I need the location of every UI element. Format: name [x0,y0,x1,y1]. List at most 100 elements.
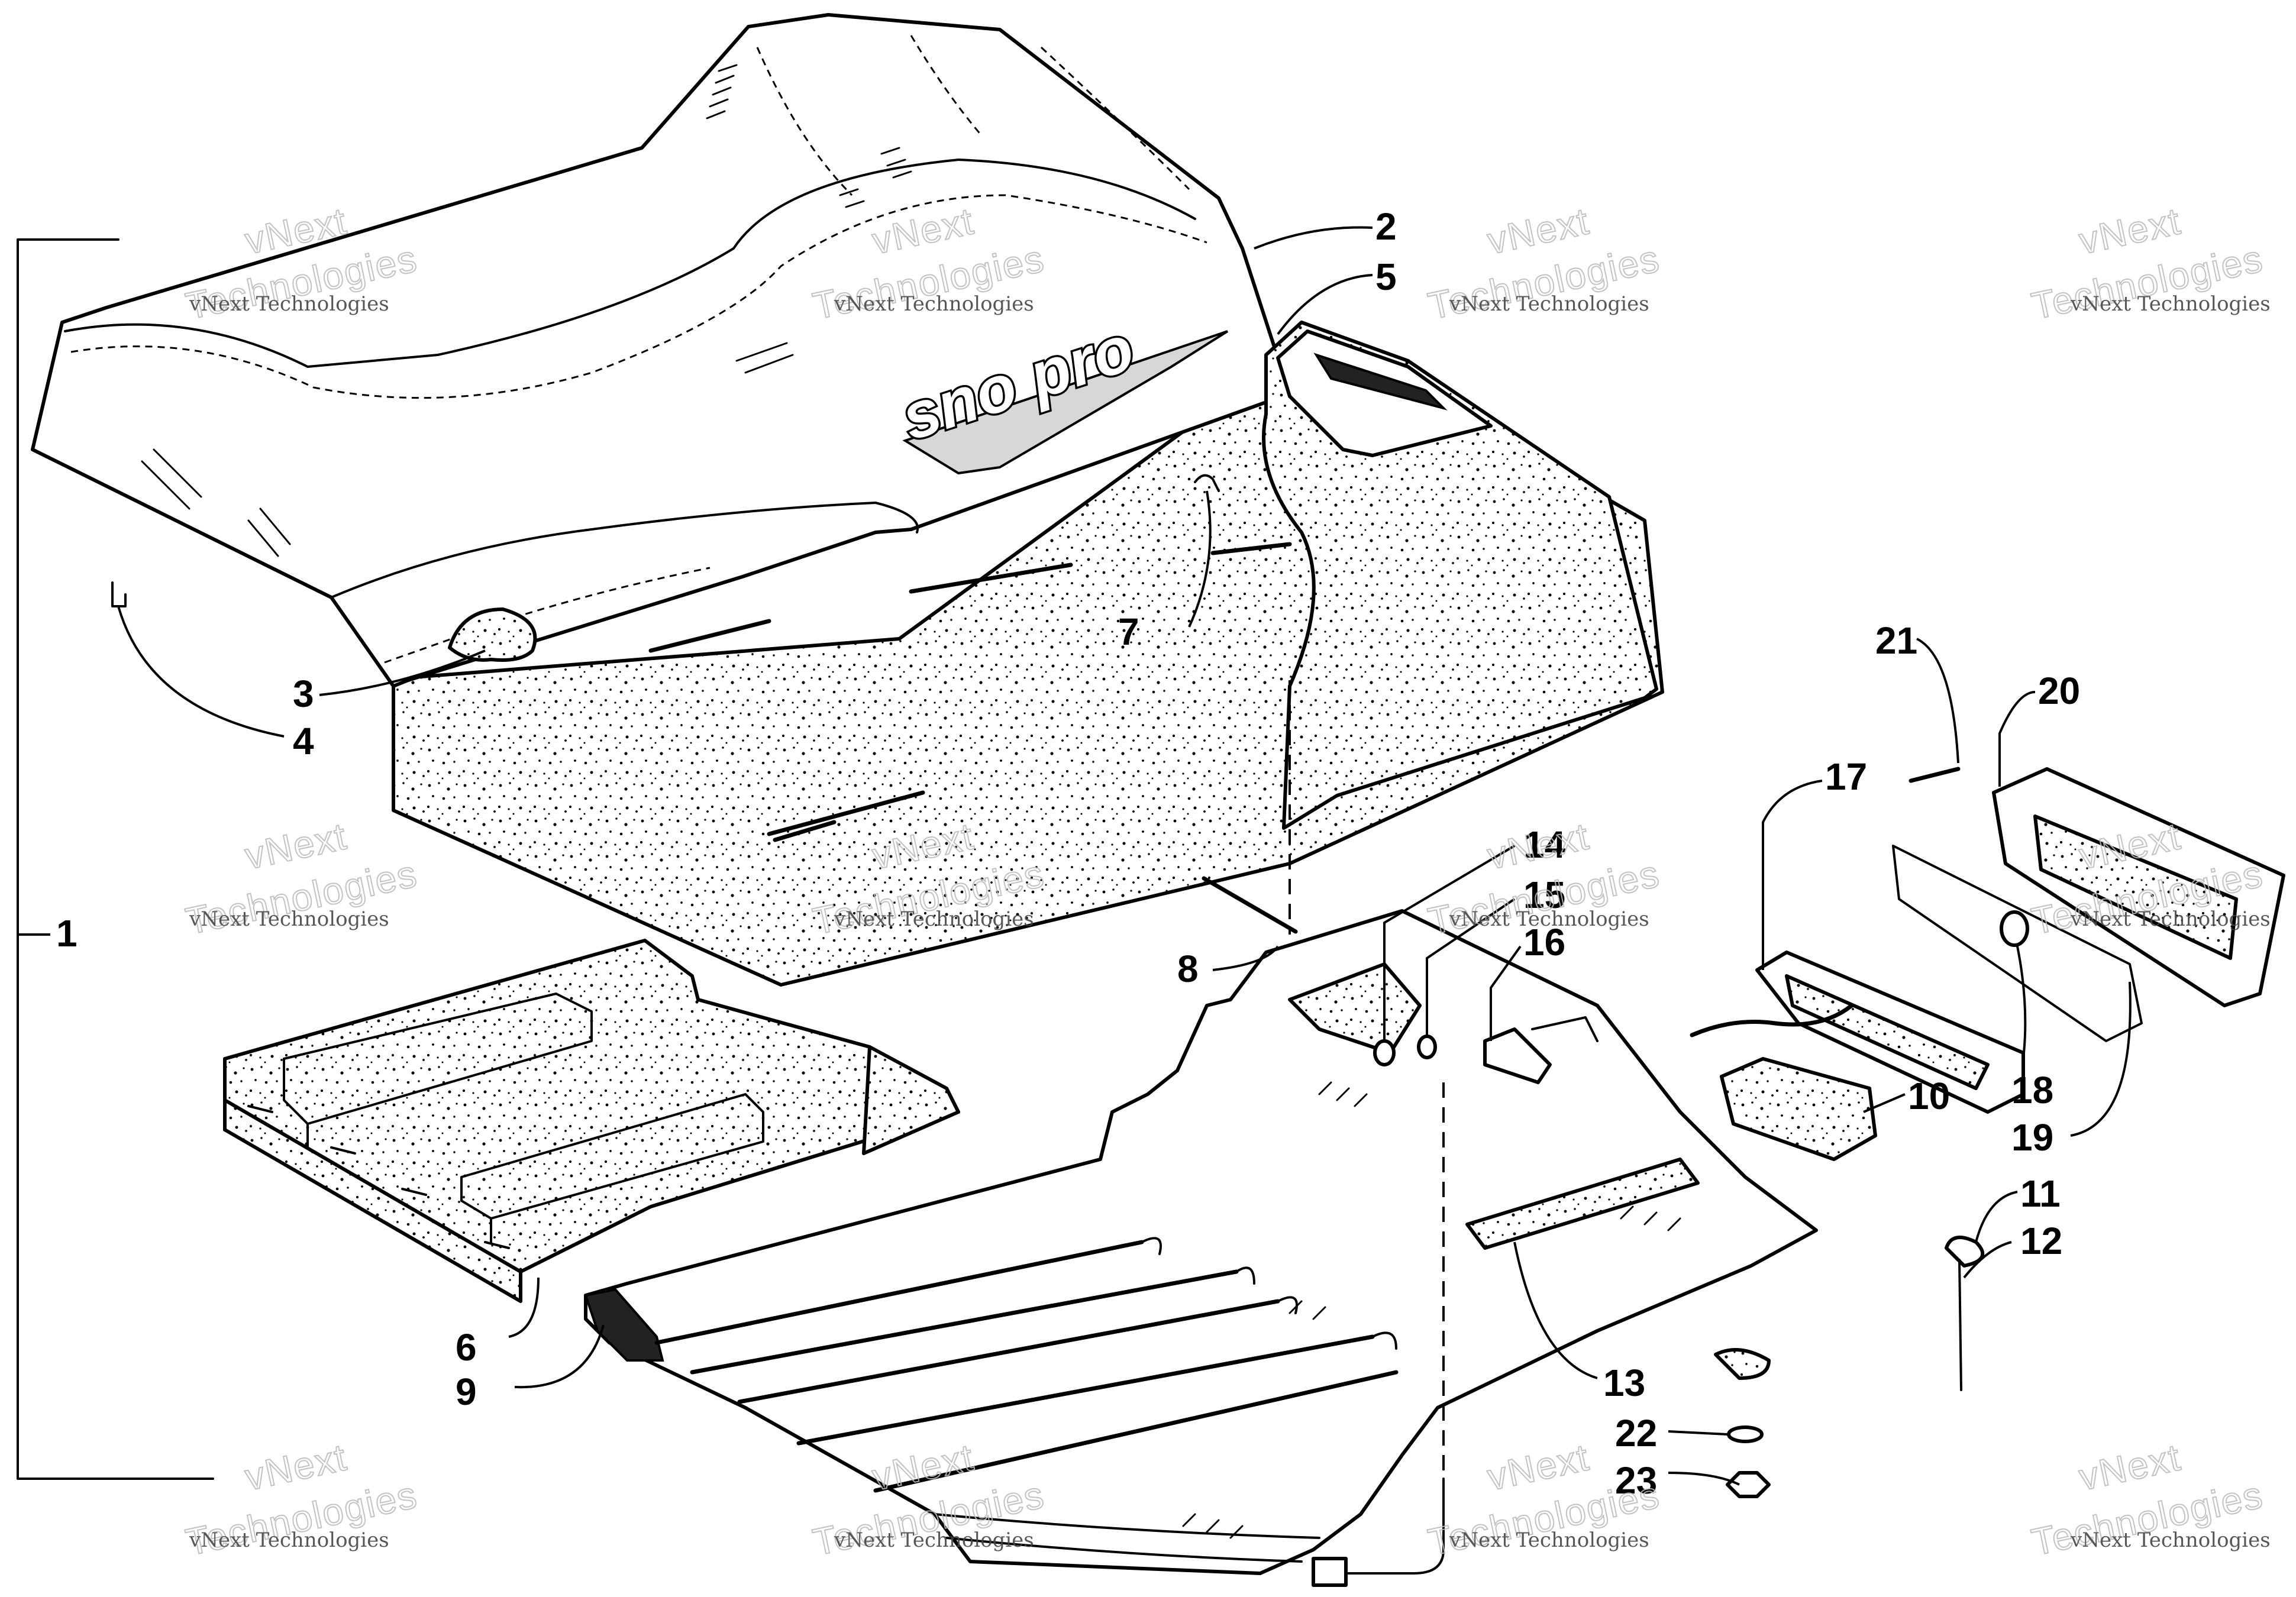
callout-10: 10 [1908,1075,1950,1117]
callout-23: 23 [1615,1459,1657,1502]
washer [1417,1035,1437,1059]
leader-16 [1490,945,1522,1041]
seat-base-hatch [1182,1081,1681,1539]
bracket [1483,1027,1552,1084]
watermark: vNext Technologies vNext Technologies [182,1435,422,1564]
callout-6: 6 [456,1326,477,1369]
leader-20 [1998,691,2036,787]
seat-base-recess [1288,962,1422,1055]
tail-light-gasket [1892,845,2143,1042]
watermark: vNext Technologies vNext Technologies [2027,1435,2271,1564]
seat-stitch-2 [756,35,1190,196]
leader-19 [2070,981,2132,1137]
rod [1202,876,1298,934]
callout-3: 3 [293,673,314,715]
leader-3 [319,649,486,696]
callout-5: 5 [1375,256,1397,298]
watermark-line2a: vNext [2075,1436,2185,1499]
seat-base [584,680,1818,1587]
watermark-line1: vNext Technologies [834,1528,1034,1552]
watermark: vNext Technologies vNext Technologies [182,814,422,943]
watermark-line1: vNext Technologies [2070,1528,2271,1552]
seat-assembly: sno pro [31,13,1664,987]
leader-18 [2016,946,2027,1059]
mount-nut [1726,1471,1771,1498]
rear-cowl-stripe [1313,353,1448,410]
watermark-line1: vNext Technologies [2070,907,2271,931]
tail-light-assembly [1690,767,2285,1498]
assembly-bracket [17,238,214,1480]
callout-7: 7 [1118,610,1139,653]
nut [1373,1039,1396,1066]
leader-9 [514,1324,605,1389]
callout-17: 17 [1825,755,1867,798]
tail-light-bulb [2000,910,2029,947]
bracket-arm [1531,1016,1599,1042]
wire-connector [1312,1557,1348,1587]
leader-7 [1188,490,1212,628]
callout-12: 12 [2020,1220,2062,1262]
callout-21: 21 [1875,619,1917,662]
callout-15: 15 [1523,874,1565,916]
callout-9: 9 [456,1370,477,1413]
leader-5 [1277,274,1373,335]
foam-pad-wedge [862,1045,960,1155]
seat-hatch [141,64,912,557]
tail-light-lens-grid [2033,814,2238,960]
leader-22 [1668,1430,1728,1436]
callout-22: 22 [1615,1412,1657,1454]
rivet [1958,1259,1962,1391]
leader-11 [1975,1191,2018,1243]
watermark-line2a: vNext [2075,199,2185,263]
seat-base-nose [584,1288,664,1362]
callout-16: 16 [1523,921,1565,964]
leader-lines [18,226,2132,1486]
seat-base-ribs [654,1240,1399,1493]
wire-harness [1342,1478,1445,1575]
leader-17 [1762,780,1823,970]
leader-23 [1668,1472,1740,1486]
seat-base-pan [584,909,1818,1575]
watermark: vNext Technologies vNext Technologies [2027,199,2271,328]
foam-pad-blocks [247,993,764,1249]
seat-seam-streaks [648,542,1292,842]
watermark-line1: vNext Technologies [834,907,1034,931]
callout-4: 4 [293,720,314,762]
logo-swoosh [902,330,1229,475]
leader-13 [1513,1242,1598,1379]
reflector-strip [1465,1158,1700,1250]
callout-labels: 1 2 3 4 5 6 7 8 9 10 11 12 13 14 15 16 1… [56,205,2080,1502]
callout-11: 11 [2020,1172,2061,1215]
seat-cover-ridge [64,159,1196,368]
mount-washer [1727,1425,1764,1443]
leader-10 [1863,1093,1906,1113]
mount-pad [1714,1348,1771,1380]
watermark-line1: vNext Technologies [189,1528,389,1552]
watermark: vNext Technologies vNext Technologies [1424,199,1664,328]
callout-20: 20 [2038,670,2080,712]
seat-cover-side-fold [330,502,919,599]
watermark: vNext Technologies vNext Technologies [1424,1435,1664,1564]
watermark-line1: vNext Technologies [1449,907,1649,931]
foam-block [1720,1057,1877,1161]
watermark: vNext Technologies vNext Technologies [182,199,422,328]
grommet [1945,1236,1985,1268]
foam-pad [223,939,960,1303]
foam-pad-top [223,939,960,1273]
seat-base-rib-ends [1141,1237,1397,1350]
tail-light-housing-inner [1785,974,1990,1090]
leader-6 [508,1277,540,1338]
leader-21 [1916,638,1959,764]
lens-screw [1909,767,1961,783]
callout-14: 14 [1523,823,1566,866]
callout-19: 19 [2011,1116,2053,1159]
callout-8: 8 [1177,948,1199,990]
seat-j-hook [1194,474,1220,492]
leader-12 [1963,1241,2012,1279]
foam-pad-front [223,1098,522,1303]
seat-hook-clip [111,581,127,607]
leader-14 [1383,845,1516,1041]
watermark-line1: vNext Technologies [1449,1528,1649,1552]
seat-base-rail [934,1513,1320,1563]
